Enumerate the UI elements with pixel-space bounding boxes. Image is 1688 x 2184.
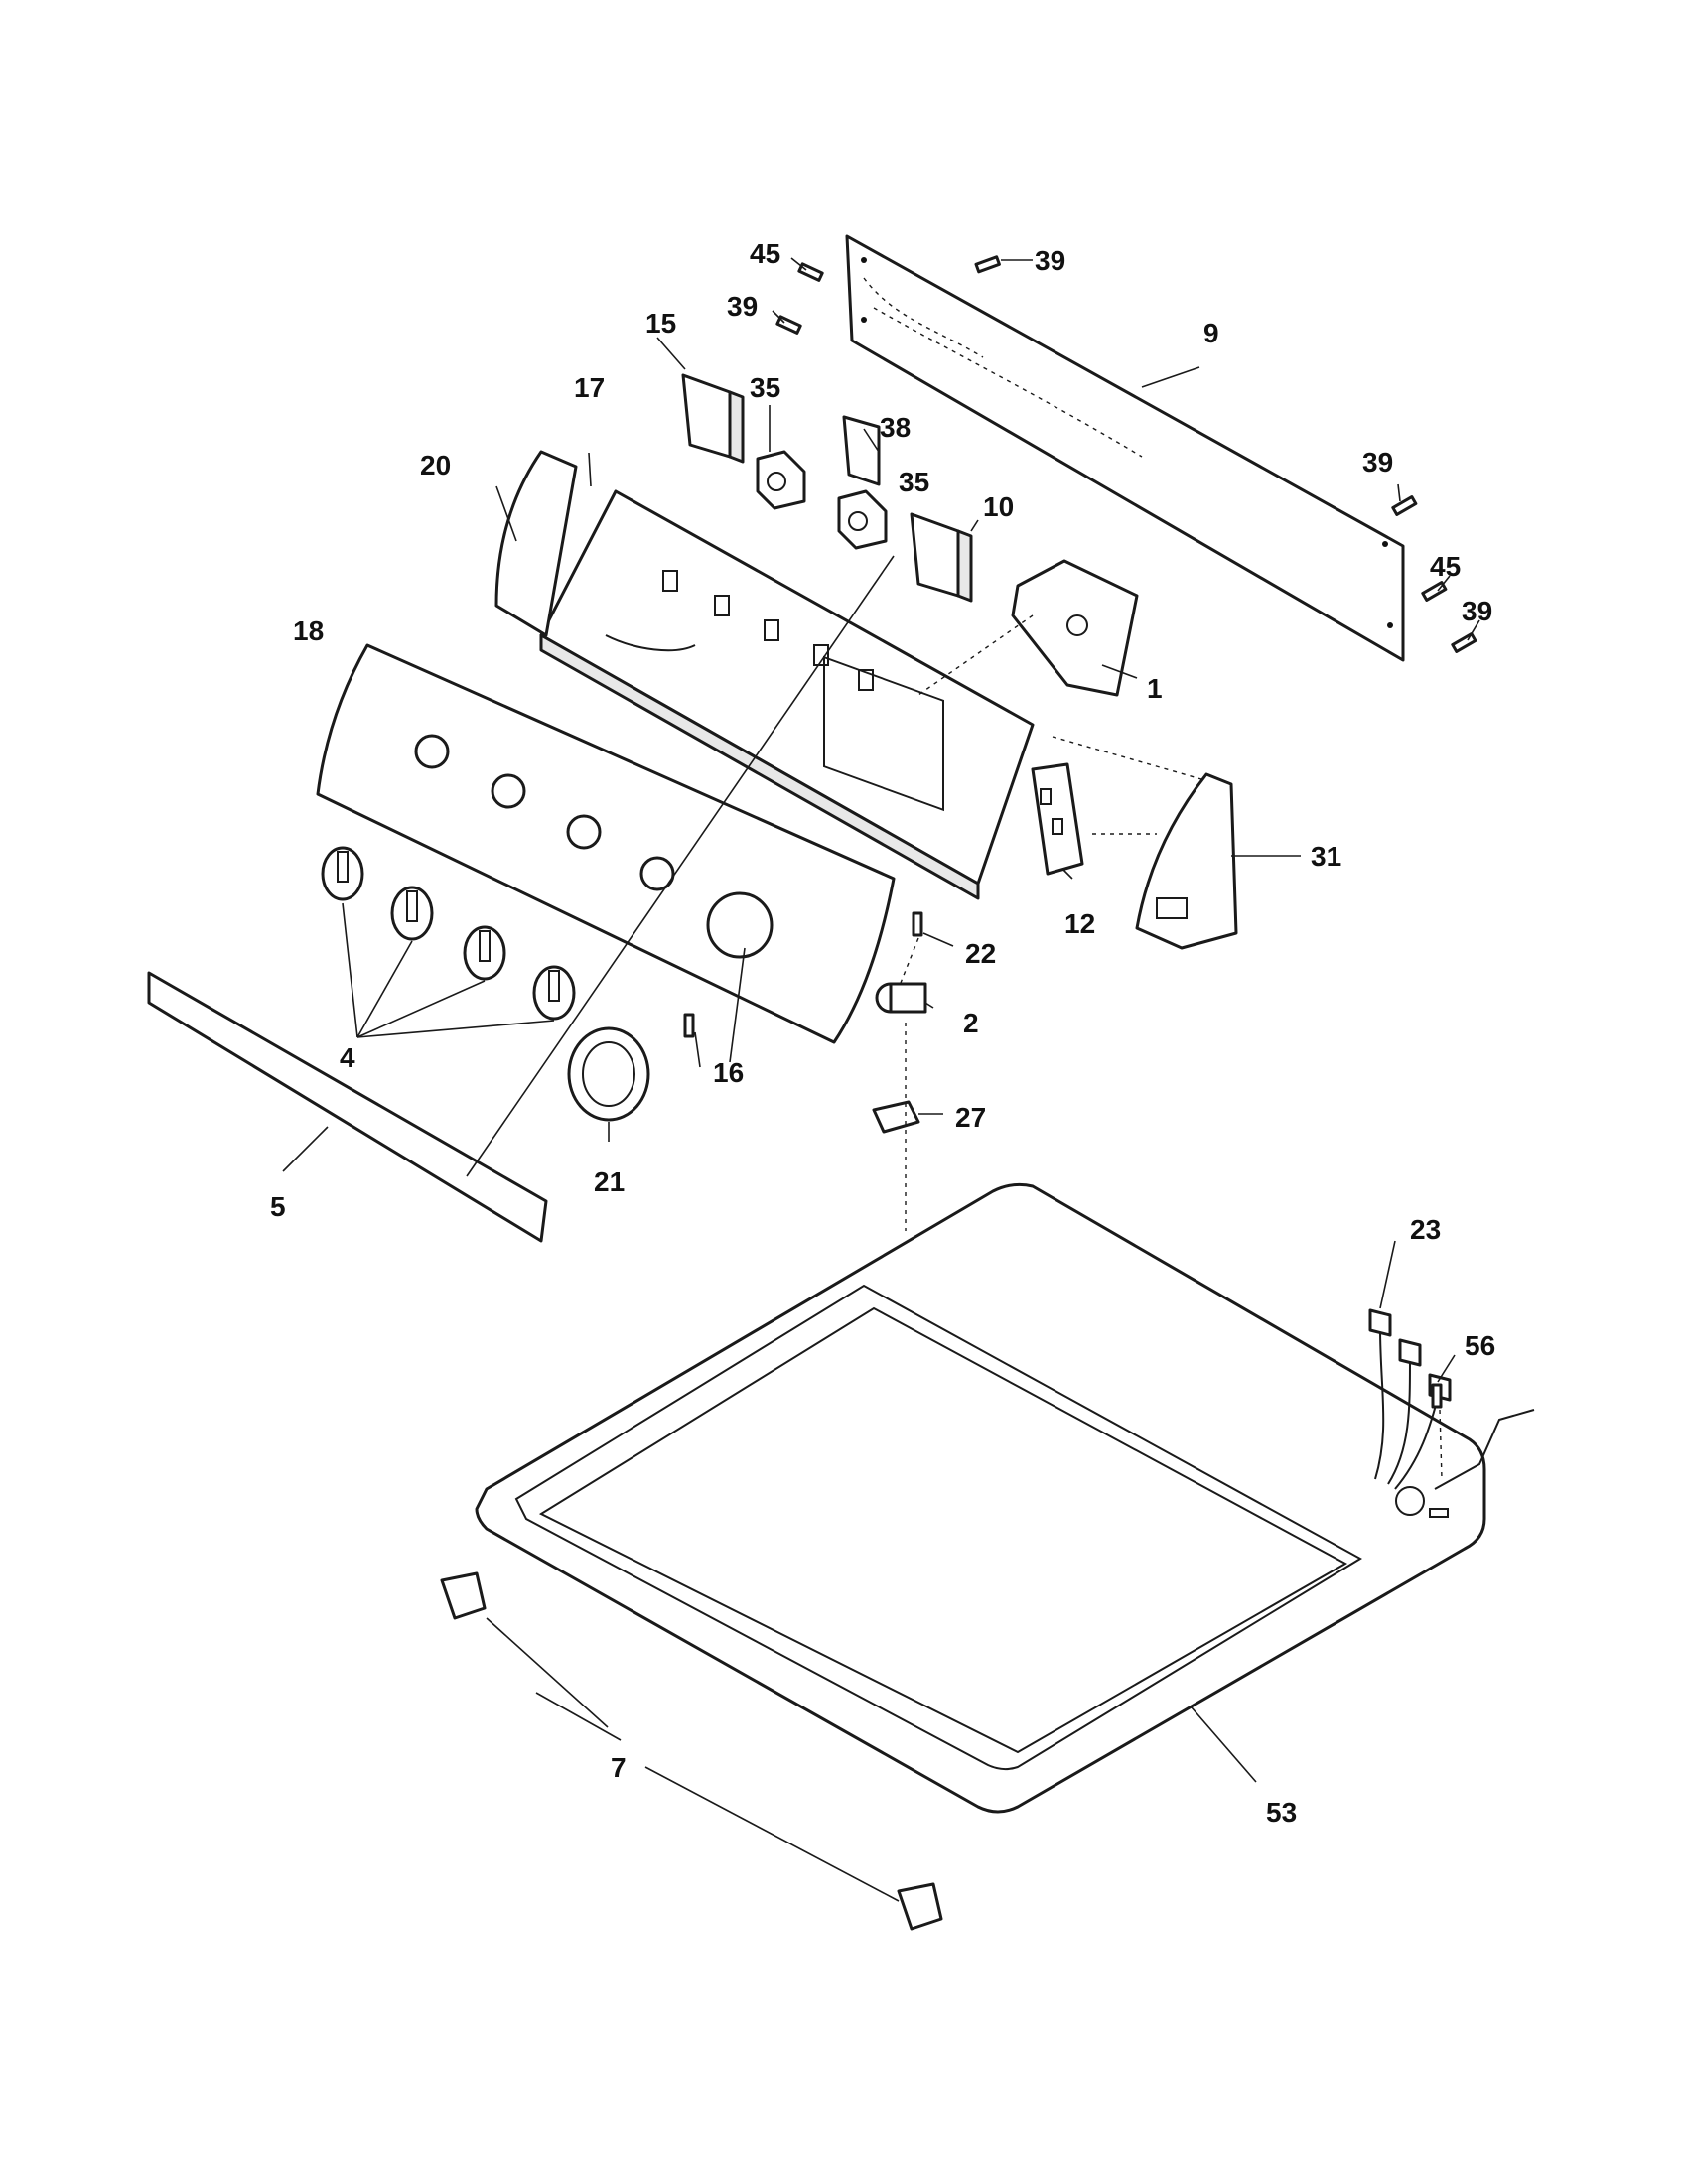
callout-21: 21 (594, 1166, 625, 1197)
right-end-cap (1135, 772, 1238, 950)
alignment-lines (898, 614, 1443, 1480)
screw-56 (1431, 1383, 1443, 1409)
callout-7: 7 (611, 1752, 627, 1783)
callout-15: 15 (645, 308, 676, 339)
knobs-4 (321, 846, 576, 1021)
callout-10: 10 (983, 491, 1014, 522)
callout-20: 20 (420, 450, 451, 480)
foot-7b (897, 1882, 943, 1931)
trim-strip-5 (147, 971, 548, 1243)
callout-5: 5 (270, 1191, 286, 1222)
switch-10 (910, 512, 973, 603)
rear-panel (845, 234, 1405, 662)
screw-22 (912, 911, 923, 937)
top-cover-53 (475, 1182, 1486, 1814)
callout-labels: 45 39 39 9 15 17 35 38 35 10 20 39 45 39… (270, 238, 1495, 1828)
callout-45-right: 45 (1430, 551, 1461, 582)
rotary-switch-35a (756, 450, 806, 510)
control-panel (316, 643, 896, 1044)
timer-15 (681, 373, 745, 464)
callout-35-left: 35 (750, 372, 780, 403)
callout-4: 4 (340, 1042, 355, 1073)
callout-16: 16 (713, 1057, 744, 1088)
callout-27: 27 (955, 1102, 986, 1133)
callout-9: 9 (1203, 318, 1219, 348)
callout-39-top-right: 39 (1035, 245, 1065, 276)
clip-27 (872, 1100, 920, 1134)
callout-12: 12 (1064, 908, 1095, 939)
callout-17: 17 (574, 372, 605, 403)
foot-7a (440, 1571, 487, 1620)
screws-rear (775, 255, 1477, 653)
small-part-2 (875, 982, 927, 1014)
callout-45-top: 45 (750, 238, 780, 269)
callout-39-left: 39 (727, 291, 758, 322)
callout-31: 31 (1311, 841, 1341, 872)
callout-39-right-upper: 39 (1362, 447, 1393, 478)
callout-1: 1 (1147, 673, 1163, 704)
callout-53: 53 (1266, 1797, 1297, 1828)
callout-38: 38 (880, 412, 911, 443)
callout-35-right: 35 (899, 467, 929, 497)
board-12 (1031, 762, 1084, 876)
screw-16 (683, 1013, 695, 1038)
control-console (539, 489, 1035, 900)
callout-18: 18 (293, 615, 324, 646)
callout-23: 23 (1410, 1214, 1441, 1245)
leader-lines (282, 257, 1480, 1902)
rotary-switch-35b (837, 489, 888, 550)
switch-38 (842, 415, 881, 486)
bracket-1 (1011, 559, 1139, 697)
callout-2: 2 (963, 1008, 979, 1038)
callout-39-right-lower: 39 (1462, 596, 1492, 626)
large-knob-21 (567, 1026, 650, 1122)
callout-22: 22 (965, 938, 996, 969)
ground-wire (1434, 1409, 1535, 1490)
left-end-cap (494, 450, 578, 637)
callout-56: 56 (1465, 1330, 1495, 1361)
